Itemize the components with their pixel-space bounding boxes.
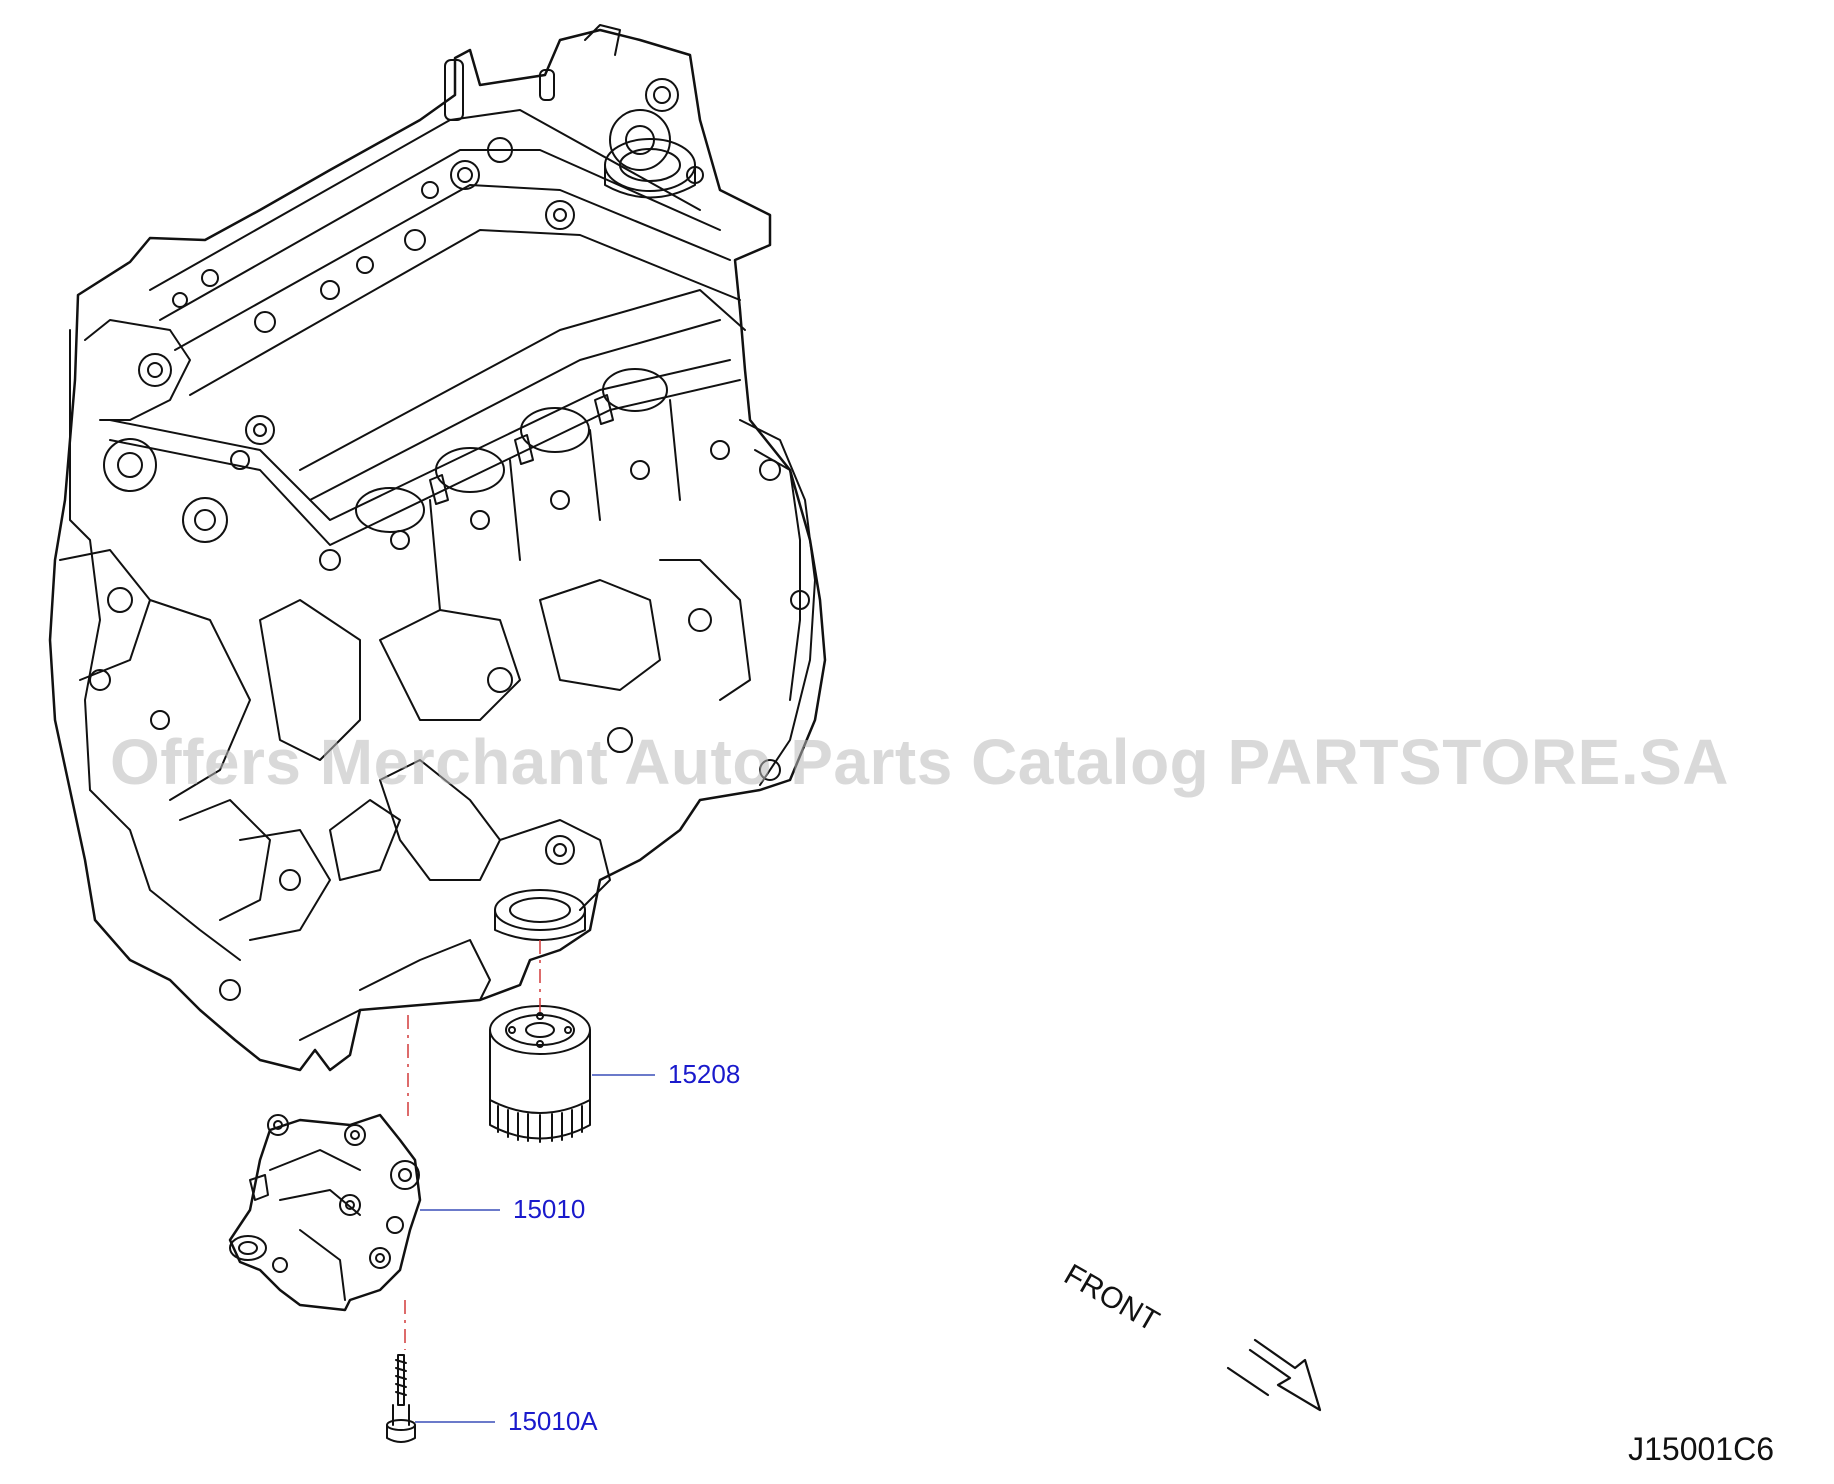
callout-15010-oil-pump[interactable]: 15010 (513, 1194, 586, 1224)
callout-15208-oil-filter[interactable]: 15208 (668, 1059, 741, 1089)
pump-bolt-illustration (386, 1354, 416, 1443)
engine-assembly-illustration (48, 24, 827, 1072)
oil-pump-illustration (228, 1113, 422, 1312)
assembly-centerlines (404, 940, 541, 1350)
front-direction-arrow (1226, 1338, 1322, 1412)
callout-leader-lines (415, 1074, 655, 1423)
callout-15010a-pump-bolt[interactable]: 15010A (508, 1406, 598, 1436)
oil-filter-illustration (489, 1005, 591, 1143)
diagram-code: J15001C6 (1628, 1431, 1774, 1467)
